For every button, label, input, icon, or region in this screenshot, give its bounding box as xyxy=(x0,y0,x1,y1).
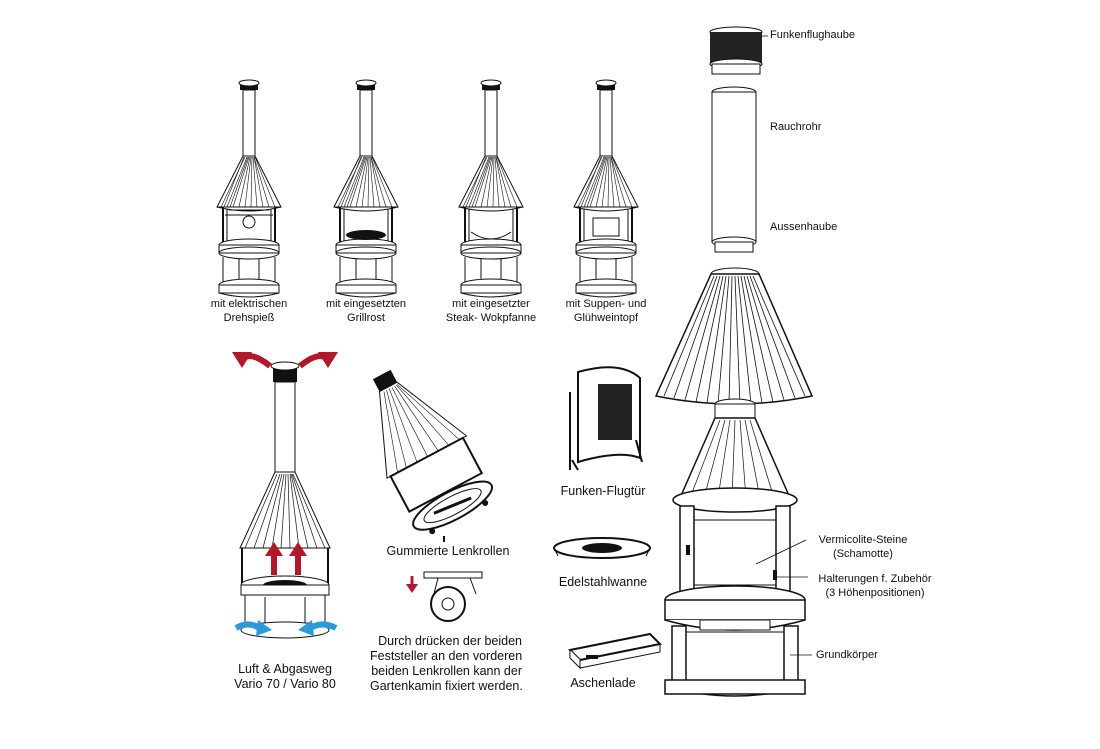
variant-1-label: mit elektrischen Drehspieß xyxy=(194,297,304,325)
variant-2-label: mit eingesetzten Grillrost xyxy=(311,297,421,325)
smoke-pipe-label: Rauchrohr xyxy=(770,121,822,133)
holders-line2: (3 Höhenpositionen) xyxy=(825,587,925,599)
variant-1-line1: mit elektrischen xyxy=(210,298,288,310)
steel-pan-label: Edelstahlwanne xyxy=(558,575,648,589)
outer-hood-label: Aussenhaube xyxy=(770,221,838,233)
spark-door-label: Funken-Flugtür xyxy=(560,484,646,498)
airflow-fireplace xyxy=(232,352,338,639)
outer-hood xyxy=(654,267,814,405)
base-body xyxy=(664,398,806,697)
variant-3-line1: mit eingesetzter xyxy=(452,298,530,310)
airflow-line1: Luft & Abgasweg xyxy=(238,662,332,676)
tilted-fireplace xyxy=(372,369,493,535)
base-label: Grundkörper xyxy=(816,649,878,661)
variant-4-line1: mit Suppen- und xyxy=(565,298,647,310)
airflow-line2: Vario 70 / Vario 80 xyxy=(234,677,336,691)
vermiculite-line2: (Schamotte) xyxy=(833,548,893,560)
variant-4-line2: Glühweintopf xyxy=(573,312,639,324)
smoke-pipe xyxy=(711,86,757,253)
spark-hood-label: Funkenflughaube xyxy=(770,29,856,41)
spark-door xyxy=(569,366,643,471)
variant-2-line2: Grillrost xyxy=(347,312,385,324)
ash-drawer xyxy=(567,632,663,670)
casters-text-2: Feststeller an den vorderen xyxy=(370,649,523,663)
vermiculite-label: Vermicolite-Steine (Schamotte) xyxy=(808,533,918,561)
holders-label: Halterungen f. Zubehör (3 Höhenpositione… xyxy=(808,572,942,600)
casters-text-1: Durch drücken der beiden xyxy=(378,634,522,648)
casters-text-3: beiden Lenkrollen kann der xyxy=(371,664,522,678)
spark-hood xyxy=(709,26,763,75)
variant-2-grill-grate xyxy=(333,79,399,298)
variant-1-line2: Drehspieß xyxy=(223,312,275,324)
vermiculite-line1: Vermicolite-Steine xyxy=(818,534,908,546)
ash-drawer-label: Aschenlade xyxy=(570,676,636,690)
variant-4-soup-pot xyxy=(573,79,639,298)
caster-wheel xyxy=(406,571,483,622)
casters-title: Gummierte Lenkrollen xyxy=(386,544,510,558)
variant-3-label: mit eingesetzter Steak- Wokpfanne xyxy=(436,297,546,325)
casters-description: Durch drücken der beiden Feststeller an … xyxy=(370,634,523,694)
variant-3-line2: Steak- Wokpfanne xyxy=(445,312,537,324)
airflow-label: Luft & Abgasweg Vario 70 / Vario 80 xyxy=(225,662,345,692)
stainless-pan xyxy=(553,537,651,559)
variant-3-wok-pan xyxy=(458,79,524,298)
variant-4-label: mit Suppen- und Glühweintopf xyxy=(551,297,661,325)
holders-line1: Halterungen f. Zubehör xyxy=(818,573,932,585)
variant-1-rotisserie xyxy=(216,79,282,298)
variant-2-line1: mit eingesetzten xyxy=(325,298,407,310)
leader-lines xyxy=(755,35,812,656)
casters-text-4: Gartenkamin fixiert werden. xyxy=(370,679,523,693)
